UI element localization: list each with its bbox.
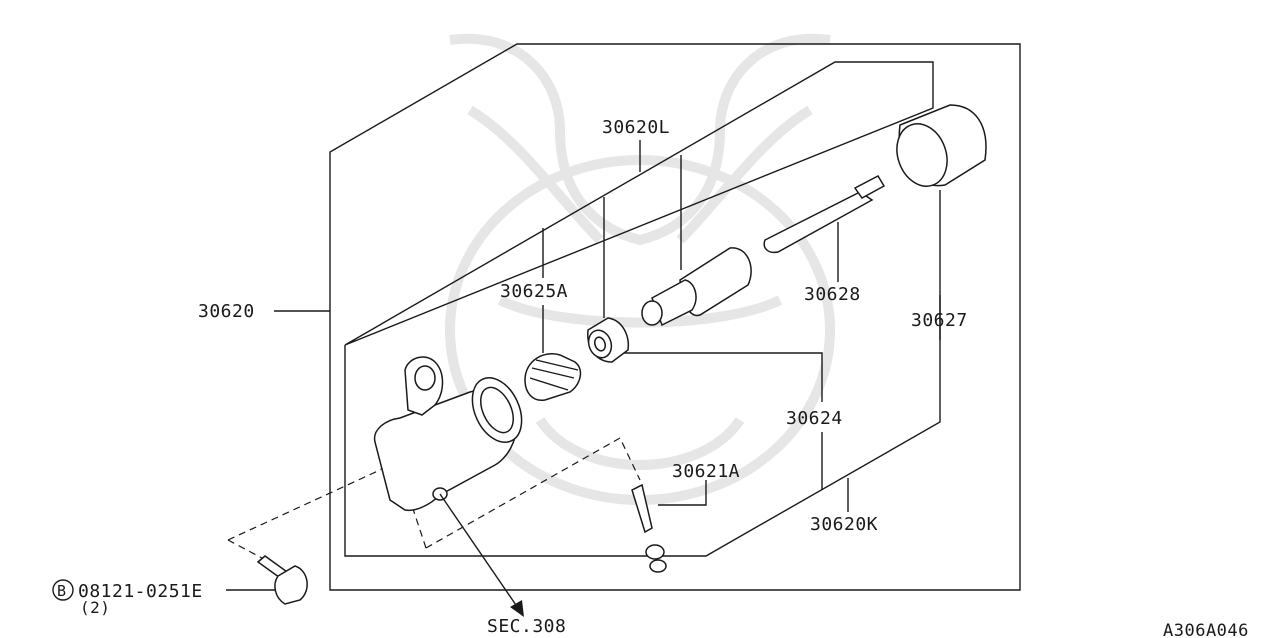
piston-cup bbox=[587, 317, 630, 363]
diagram-id: A306A046 bbox=[1163, 621, 1249, 638]
leader-lines bbox=[226, 140, 941, 591]
cylinder-body bbox=[373, 356, 523, 512]
label-section-ref[interactable]: SEC.308 bbox=[487, 616, 566, 637]
label-piston-cup[interactable]: 30624 bbox=[786, 408, 843, 429]
label-rod-boot[interactable]: 30627 bbox=[911, 310, 968, 331]
dust-boot bbox=[524, 353, 582, 401]
mounting-bolt bbox=[256, 555, 308, 605]
section-arrow-line bbox=[439, 493, 519, 609]
kit-frame bbox=[344, 61, 934, 346]
label-bolt-part[interactable]: 08121-0251E bbox=[78, 581, 203, 602]
label-kit-l[interactable]: 30620L bbox=[602, 117, 670, 138]
bleeder-screw bbox=[631, 483, 667, 573]
label-push-rod[interactable]: 30628 bbox=[804, 284, 861, 305]
label-boot[interactable]: 30625A bbox=[500, 281, 568, 302]
label-kit-k[interactable]: 30620K bbox=[810, 514, 878, 535]
rod-boot bbox=[896, 104, 987, 187]
assembly-frame bbox=[329, 43, 1021, 591]
label-bolt-qty: (2) bbox=[80, 598, 110, 617]
bolt-marker-circle bbox=[52, 579, 74, 601]
section-arrow-head bbox=[510, 600, 524, 617]
push-rod bbox=[763, 175, 886, 254]
label-bleeder[interactable]: 30621A bbox=[672, 461, 740, 482]
kit-frame-lower bbox=[344, 190, 941, 557]
label-bolt-marker: B bbox=[57, 582, 67, 600]
label-assembly[interactable]: 30620 bbox=[198, 301, 255, 322]
piston bbox=[641, 247, 752, 327]
